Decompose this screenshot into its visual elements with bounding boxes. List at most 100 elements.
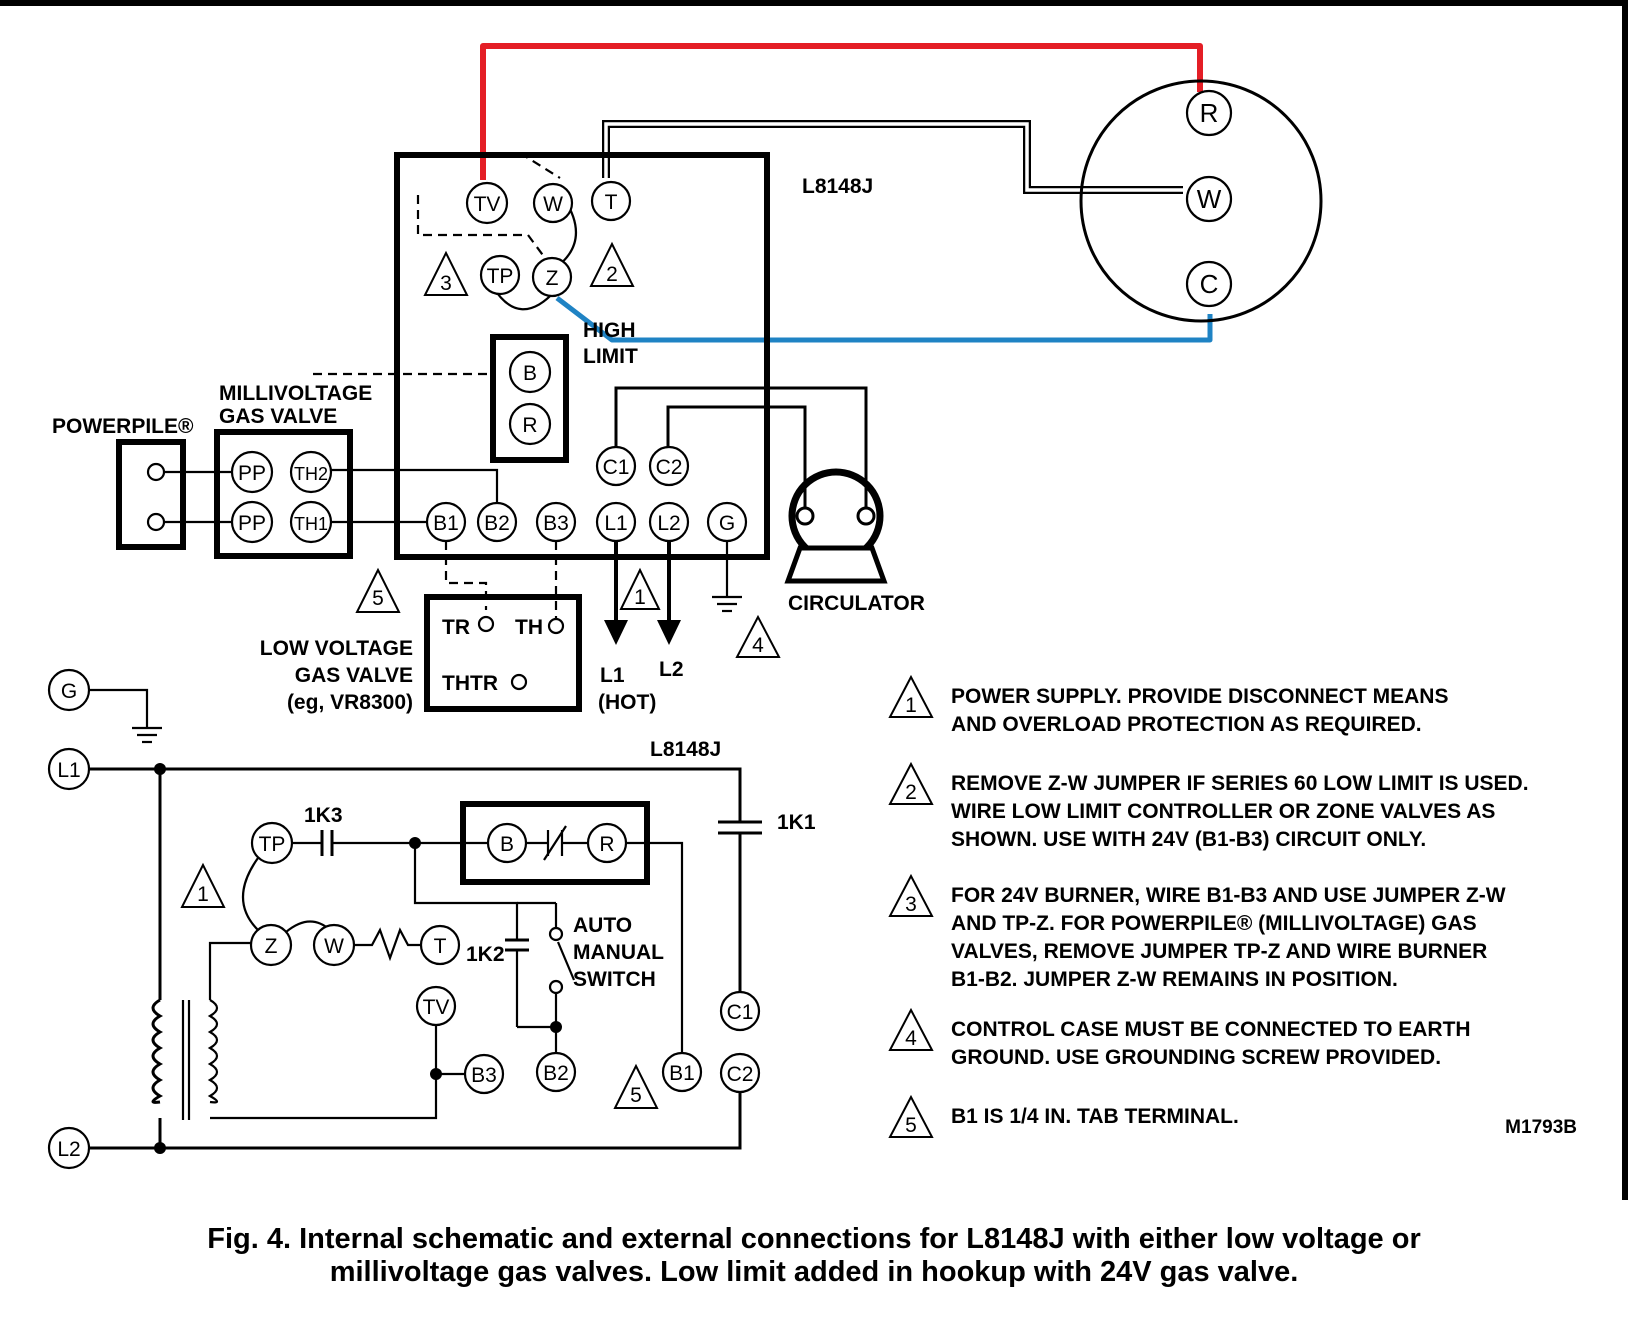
high-limit-contact (526, 825, 588, 861)
jumper-tp-z-schematic (241, 857, 259, 931)
svg-text:AND OVERLOAD PROTECTION AS REQ: AND OVERLOAD PROTECTION AS REQUIRED. (951, 713, 1422, 736)
svg-text:REMOVE Z-W JUMPER IF SERIES 60: REMOVE Z-W JUMPER IF SERIES 60 LOW LIMIT… (951, 772, 1529, 795)
svg-text:B2: B2 (484, 512, 510, 535)
transformer-primary (151, 998, 164, 1104)
svg-text:PP: PP (238, 462, 266, 485)
terminal-b1: B1 (425, 501, 467, 543)
terminal-c1: C1 (595, 445, 637, 487)
terminal-th2: TH2 (289, 450, 333, 494)
svg-text:TH2: TH2 (294, 464, 328, 484)
svg-text:2: 2 (905, 781, 917, 804)
svg-text:TP: TP (487, 265, 514, 288)
secondary-bottom-wire (210, 1076, 438, 1120)
svg-text:B: B (523, 362, 537, 385)
thermostat-terminal-w: W (1185, 175, 1233, 223)
svg-text:4: 4 (752, 634, 764, 657)
svg-text:TH1: TH1 (294, 514, 328, 534)
terminal-tp-schematic: TP (250, 821, 294, 865)
terminal-b2-schematic: B2 (535, 1051, 577, 1093)
caption-line-1: Fig. 4. Internal schematic and external … (207, 1223, 1421, 1255)
blue-wire (555, 296, 1213, 343)
svg-text:C1: C1 (603, 456, 630, 479)
supply-arrows (604, 541, 681, 645)
svg-text:R: R (599, 833, 614, 856)
note-4: 4 CONTROL CASE MUST BE CONNECTED TO EART… (888, 1007, 1471, 1069)
notes: 1 POWER SUPPLY. PROVIDE DISCONNECT MEANS… (888, 674, 1577, 1138)
svg-text:B3: B3 (471, 1064, 497, 1087)
warning-triangle-2: 2 (589, 241, 635, 287)
th-label: TH (515, 616, 543, 639)
svg-text:3: 3 (905, 893, 917, 916)
tr-label: TR (442, 616, 470, 639)
svg-text:4: 4 (905, 1027, 917, 1050)
svg-text:5: 5 (905, 1114, 917, 1137)
svg-text:C2: C2 (656, 456, 683, 479)
svg-text:TV: TV (474, 193, 501, 216)
svg-text:WIRE LOW LIMIT CONTROLLER OR Z: WIRE LOW LIMIT CONTROLLER OR ZONE VALVES… (951, 800, 1495, 823)
terminal-tv-schematic: TV (415, 985, 457, 1027)
terminal-l2-schematic: L2 (47, 1126, 91, 1170)
switch-label-1: AUTO (573, 914, 632, 937)
l2-rail (89, 1092, 742, 1150)
terminal-w-schematic: W (312, 923, 356, 967)
svg-text:L2: L2 (57, 1138, 80, 1161)
top-border (0, 0, 1628, 6)
warning-triangle-4: 4 (735, 614, 781, 658)
l1-rail (89, 767, 742, 808)
svg-text:TV: TV (423, 996, 450, 1019)
thermostat-terminal-r: R (1185, 89, 1233, 137)
svg-text:B3: B3 (543, 512, 569, 535)
th2-b2-wire (331, 468, 499, 503)
model-label-top: L8148J (802, 175, 873, 198)
terminal-b2: B2 (476, 501, 518, 543)
warning-triangle-3: 3 (423, 250, 469, 296)
warning-triangle-1-top: 1 (619, 567, 661, 610)
terminal-t: T (590, 180, 632, 222)
svg-text:1: 1 (634, 586, 646, 609)
jumper-dash-w (519, 152, 561, 179)
svg-text:C1: C1 (727, 1001, 754, 1024)
terminal-th1: TH1 (289, 500, 333, 544)
svg-text:B1 IS 1/4 IN. TAB TERMINAL.: B1 IS 1/4 IN. TAB TERMINAL. (951, 1105, 1239, 1128)
terminal-tp: TP (479, 254, 521, 296)
field-wires (480, 43, 1213, 343)
terminal-b: B (508, 350, 552, 394)
svg-text:CONTROL CASE MUST BE CONNECTED: CONTROL CASE MUST BE CONNECTED TO EARTH (951, 1018, 1471, 1041)
svg-text:Z: Z (546, 267, 559, 290)
low-voltage-label-2: GAS VALVE (295, 664, 413, 687)
relay-1k3-label: 1K3 (304, 804, 343, 827)
anticipator-resistor (354, 927, 421, 962)
circulator-pump (784, 468, 888, 584)
warning-triangle-1-bottom: 1 (180, 862, 226, 908)
svg-text:AND TP-Z. FOR POWERPILE® (MILL: AND TP-Z. FOR POWERPILE® (MILLIVOLTAGE) … (951, 912, 1477, 935)
svg-text:R: R (522, 414, 537, 437)
svg-text:T: T (434, 935, 447, 958)
svg-text:5: 5 (372, 587, 384, 610)
svg-text:GROUND. USE GROUNDING SCREW PR: GROUND. USE GROUNDING SCREW PROVIDED. (951, 1046, 1441, 1069)
high-limit-box (490, 334, 569, 463)
svg-text:T: T (605, 191, 618, 214)
svg-text:G: G (719, 512, 735, 535)
millivoltage-valve-box (214, 429, 353, 559)
ground-symbol-bottom (89, 688, 162, 744)
svg-text:B1: B1 (433, 512, 459, 535)
svg-text:W: W (1197, 184, 1222, 214)
r-b1-wire (626, 841, 684, 1053)
powerpile-box (116, 439, 186, 550)
terminal-pp-top: PP (230, 450, 274, 494)
svg-text:B1: B1 (669, 1062, 695, 1085)
millivoltage-label-2: GAS VALVE (219, 405, 337, 428)
high-limit-label-1: HIGH (583, 319, 636, 342)
terminal-c2: C2 (648, 445, 690, 487)
ground-symbol-top (712, 541, 742, 613)
svg-text:2: 2 (606, 263, 618, 286)
terminal-l1: L1 (595, 501, 637, 543)
svg-text:5: 5 (630, 1084, 642, 1107)
low-voltage-label-1: LOW VOLTAGE (260, 637, 413, 660)
svg-text:VALVES, REMOVE JUMPER TP-Z AND: VALVES, REMOVE JUMPER TP-Z AND WIRE BURN… (951, 940, 1487, 963)
svg-text:3: 3 (440, 272, 452, 295)
svg-text:R: R (1200, 98, 1219, 128)
model-label-bottom: L8148J (650, 738, 721, 761)
terminal-pp-bottom: PP (230, 500, 274, 544)
